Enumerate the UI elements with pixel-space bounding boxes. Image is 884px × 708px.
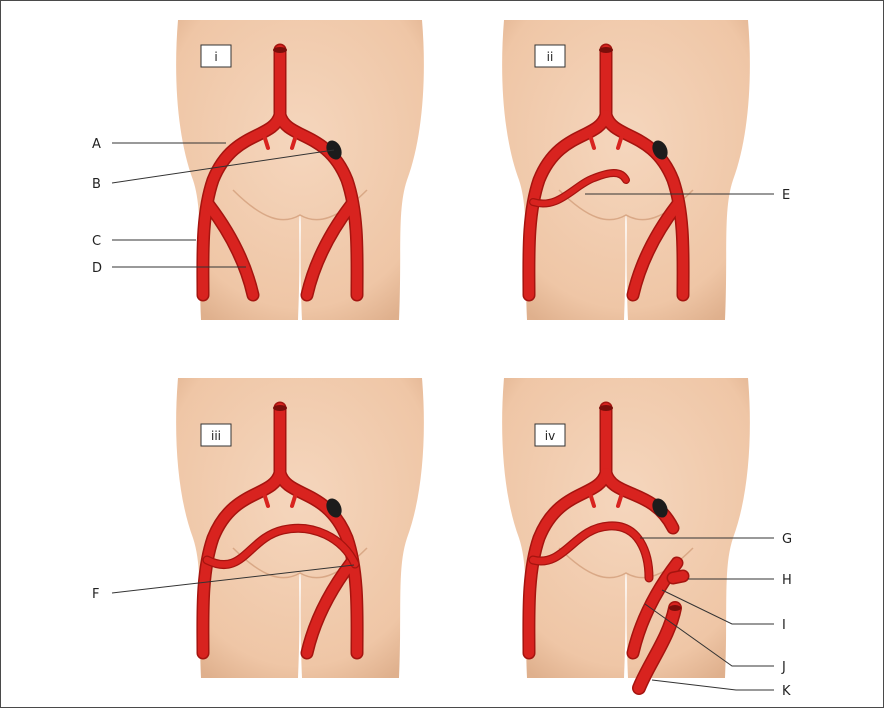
label-F: F — [92, 587, 99, 602]
label-A: A — [92, 137, 101, 152]
label-I: I — [782, 618, 786, 633]
panel-id-box-ii: ii — [535, 45, 565, 67]
svg-text:ii: ii — [547, 50, 554, 64]
label-J: J — [781, 660, 786, 675]
label-K: K — [782, 684, 791, 699]
leader-K — [652, 680, 774, 690]
label-C: C — [92, 234, 101, 249]
panel-iii — [176, 378, 424, 678]
svg-text:iv: iv — [545, 429, 555, 443]
label-G: G — [782, 532, 792, 547]
label-H: H — [782, 573, 792, 588]
panel-id-box-iv: iv — [535, 424, 565, 446]
label-E: E — [782, 188, 790, 203]
svg-text:iii: iii — [211, 429, 221, 443]
label-B: B — [92, 177, 101, 192]
label-D: D — [92, 261, 102, 276]
panel-id-box-iii: iii — [201, 424, 231, 446]
panel-id-box-i: i — [201, 45, 231, 67]
svg-text:i: i — [214, 50, 217, 64]
